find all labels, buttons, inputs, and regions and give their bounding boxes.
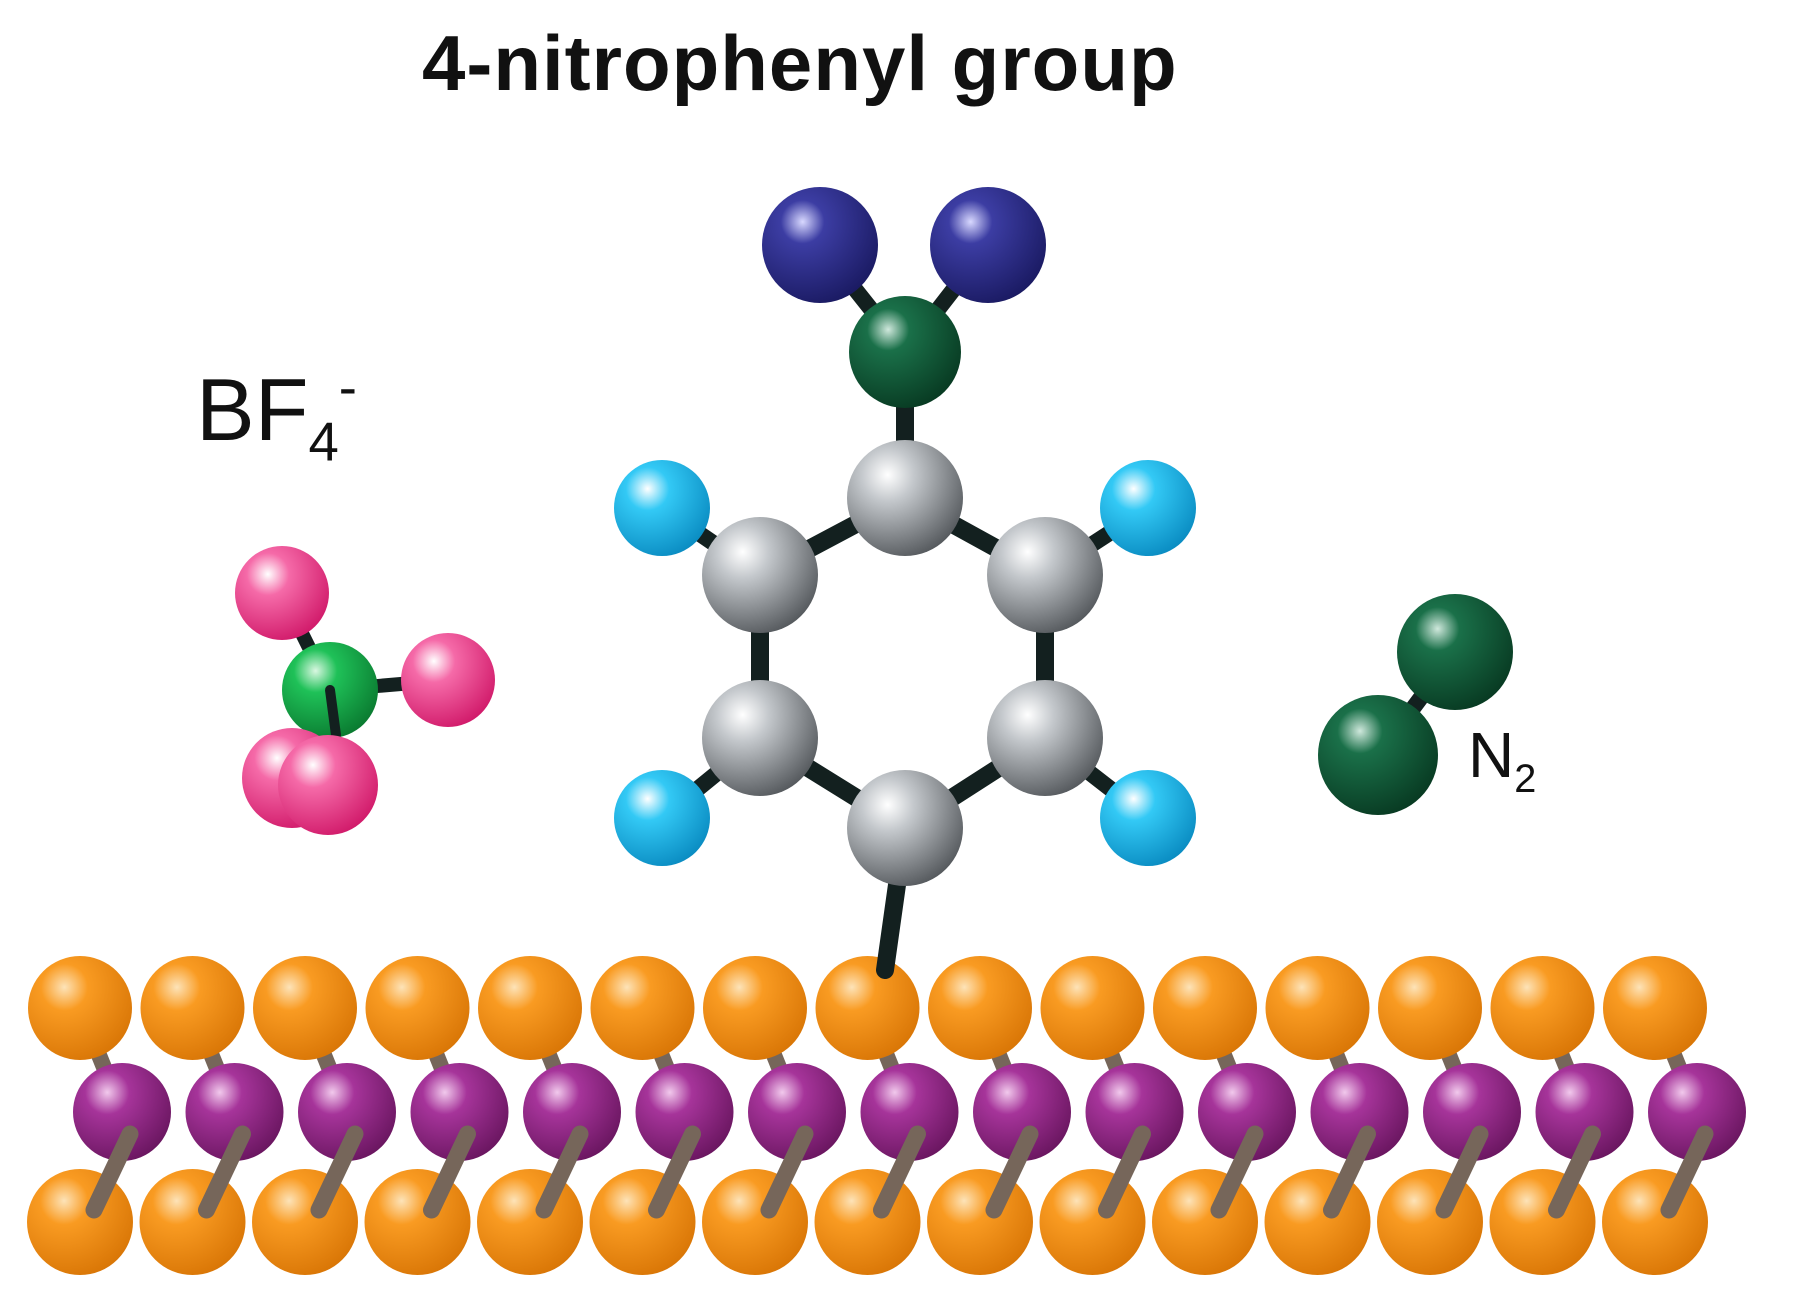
bf4-label-superscript: - — [338, 357, 357, 418]
surface-atom-top — [28, 956, 132, 1060]
oxygen-atom — [762, 187, 878, 303]
fluorine-atom — [278, 735, 378, 835]
surface-atom-top — [140, 956, 245, 1060]
surface-atom-bottom — [1039, 1169, 1146, 1275]
surface-atom-top — [815, 956, 920, 1060]
surface-atom-middle — [1423, 1063, 1521, 1161]
surface-atom-bottom — [1602, 1169, 1708, 1275]
surface-atom-middle — [1310, 1063, 1409, 1161]
n2-label: N2 — [1468, 718, 1536, 802]
surface-atom-top — [703, 956, 807, 1060]
surface-atom-middle — [1198, 1063, 1296, 1161]
surface-atom-middle — [73, 1063, 171, 1161]
nitrogen-atom — [1397, 594, 1513, 710]
substrate-surface — [27, 956, 1746, 1275]
surface-atom-top — [1490, 956, 1595, 1060]
n2-label-base: N — [1468, 719, 1515, 791]
surface-bond-lower — [985, 1125, 1039, 1219]
surface-atom-middle — [748, 1063, 846, 1161]
surface-bond-lower — [423, 1125, 476, 1219]
bf4-label-subscript: 4 — [308, 411, 339, 473]
surface-atom-top — [253, 956, 357, 1060]
hydrogen-atom — [614, 770, 710, 866]
surface-atom-top — [590, 956, 695, 1060]
surface-bond-lower — [1435, 1125, 1489, 1219]
n2-molecule-model — [1318, 594, 1513, 815]
surface-bond-lower — [760, 1125, 814, 1219]
surface-atom-bottom — [477, 1169, 583, 1275]
surface-atom-middle — [1648, 1063, 1746, 1161]
fluorine-atom — [235, 546, 329, 640]
hydrogen-atom — [1100, 460, 1196, 556]
carbon-atom — [702, 517, 818, 633]
surface-atom-top — [928, 956, 1032, 1060]
surface-bond-lower — [85, 1125, 139, 1219]
surface-atom-bottom — [814, 1169, 921, 1275]
surface-atom-middle — [1535, 1063, 1634, 1161]
surface-atom-top — [1378, 956, 1482, 1060]
hydrogen-atom — [1100, 770, 1196, 866]
surface-atom-bottom — [252, 1169, 358, 1275]
surface-atom-top — [365, 956, 470, 1060]
surface-atom-bottom — [139, 1169, 246, 1275]
surface-atom-middle — [410, 1063, 509, 1161]
surface-bond-lower — [1098, 1125, 1151, 1219]
surface-bond-lower — [198, 1125, 251, 1219]
surface-bond-lower — [1548, 1125, 1601, 1219]
surface-atom-bottom — [364, 1169, 471, 1275]
carbon-atom — [847, 770, 963, 886]
surface-atom-middle — [185, 1063, 284, 1161]
surface-atom-middle — [298, 1063, 396, 1161]
surface-atom-bottom — [1152, 1169, 1258, 1275]
hydrogen-atom — [614, 460, 710, 556]
bf4-ion-model — [235, 546, 495, 835]
surface-atom-top — [1153, 956, 1257, 1060]
surface-bond-lower — [1210, 1125, 1264, 1219]
carbon-atom — [987, 680, 1103, 796]
oxygen-atom — [930, 187, 1046, 303]
surface-bond-lower — [535, 1125, 589, 1219]
surface-bond-lower — [1323, 1125, 1376, 1219]
surface-bond-lower — [310, 1125, 364, 1219]
surface-atom-bottom — [27, 1169, 133, 1275]
surface-atom-middle — [1085, 1063, 1184, 1161]
surface-atom-bottom — [1264, 1169, 1371, 1275]
diagram-title: 4-nitrophenyl group — [422, 19, 1178, 107]
surface-atom-middle — [973, 1063, 1071, 1161]
surface-atom-top — [1603, 956, 1707, 1060]
surface-atom-top — [478, 956, 582, 1060]
carbon-atom — [987, 517, 1103, 633]
carbon-atom — [847, 440, 963, 556]
nitrophenyl-molecule-model — [614, 187, 1196, 979]
surface-bond-lower — [873, 1125, 926, 1219]
nitrogen-atom — [1318, 695, 1438, 815]
surface-atom-top — [1040, 956, 1145, 1060]
surface-atom-bottom — [589, 1169, 696, 1275]
surface-atom-bottom — [1377, 1169, 1483, 1275]
surface-atom-bottom — [927, 1169, 1033, 1275]
carbon-atom — [702, 680, 818, 796]
surface-atom-middle — [523, 1063, 621, 1161]
bf4-label: BF4- — [196, 356, 357, 474]
b-f-bond — [325, 685, 341, 740]
surface-atom-bottom — [702, 1169, 808, 1275]
surface-atom-top — [1265, 956, 1370, 1060]
surface-bond-lower — [648, 1125, 701, 1219]
n2-label-subscript: 2 — [1514, 757, 1537, 802]
fluorine-atom — [401, 633, 495, 727]
bf4-label-base: BF — [196, 359, 309, 459]
surface-atom-bottom — [1489, 1169, 1596, 1275]
surface-atom-middle — [635, 1063, 734, 1161]
surface-atom-middle — [860, 1063, 959, 1161]
nitrogen-atom — [849, 296, 961, 408]
surface-bond-lower — [1660, 1125, 1714, 1219]
